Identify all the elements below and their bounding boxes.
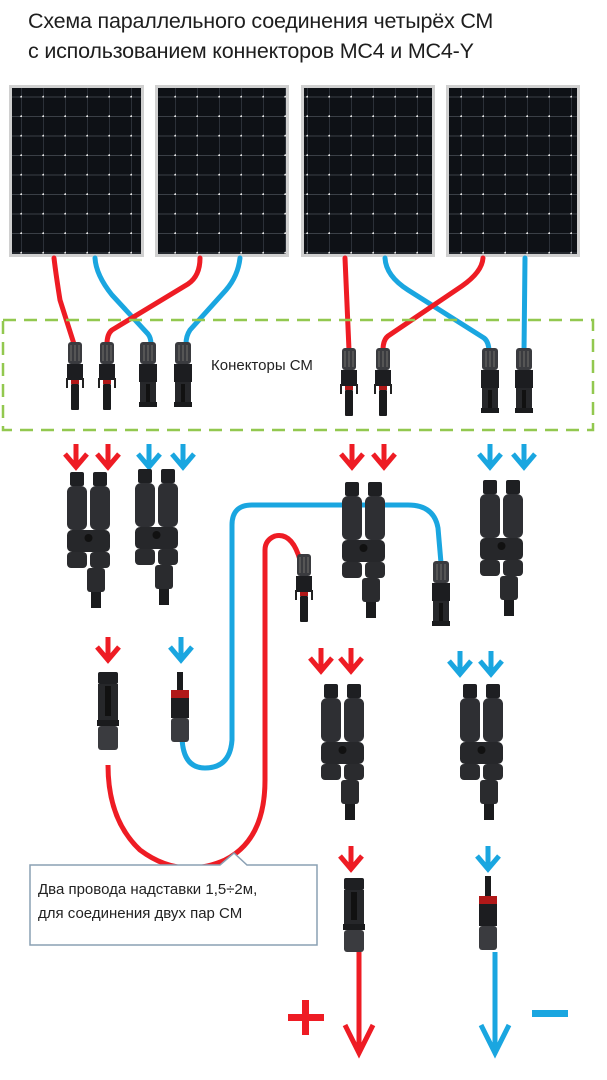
callout-line-2: для соединения двух пар СМ bbox=[38, 905, 243, 922]
wire-p2-negative bbox=[183, 255, 243, 347]
output-connector-positive bbox=[343, 878, 365, 952]
arrow-down-negative bbox=[170, 637, 192, 660]
diagram-title: Схема параллельного соединения четырёх С… bbox=[28, 6, 493, 66]
solar-panel-2 bbox=[155, 85, 289, 257]
extension-connector-negative bbox=[432, 561, 450, 626]
y-connector-positive-left bbox=[67, 472, 110, 608]
arrow-down-positive bbox=[373, 444, 395, 467]
title-line-1: Схема параллельного соединения четырёх С… bbox=[28, 9, 494, 33]
plus-sign bbox=[288, 1000, 324, 1035]
arrow-down-positive bbox=[97, 637, 119, 660]
wire-p3-negative bbox=[382, 255, 492, 355]
wire-p2-positive bbox=[104, 255, 203, 347]
y-connector-positive-bottom bbox=[321, 684, 364, 820]
arrow-down-positive bbox=[340, 846, 362, 869]
output-arrowhead-positive bbox=[342, 1023, 376, 1059]
arrow-down-negative bbox=[479, 444, 501, 467]
panel-lead-wires bbox=[51, 255, 528, 355]
arrow-down-negative bbox=[513, 444, 535, 467]
panel-connector-male-1 bbox=[66, 342, 84, 410]
y-connector-positive-right-top bbox=[342, 482, 385, 618]
solar-panel-4 bbox=[446, 85, 580, 257]
title-line-2: с использованием коннекторов МС4 и МС4-Y bbox=[28, 39, 474, 63]
panel-connector-male-3 bbox=[340, 348, 358, 416]
callout-text: Два провода надставки 1,5÷2м, для соедин… bbox=[38, 878, 257, 926]
callout-line-1: Два провода надставки 1,5÷2м, bbox=[38, 881, 258, 898]
arrow-down-positive bbox=[340, 648, 362, 671]
solar-panel-3 bbox=[301, 85, 435, 257]
extension-connector-male-left bbox=[171, 672, 189, 742]
y-connector-negative-right-top bbox=[480, 480, 523, 616]
arrow-down-positive bbox=[65, 444, 87, 467]
connectors-label: Конекторы СМ bbox=[211, 357, 313, 374]
panel-connector-female-2 bbox=[174, 342, 192, 407]
panel-connector-female-4 bbox=[515, 348, 533, 413]
extension-connector-female-left bbox=[97, 672, 119, 750]
wire-p4-positive bbox=[380, 255, 486, 353]
arrow-down-negative bbox=[449, 651, 471, 674]
arrow-down-positive bbox=[97, 444, 119, 467]
arrow-down-negative bbox=[477, 846, 499, 869]
wire-p1-positive bbox=[51, 255, 77, 347]
extension-connector-positive bbox=[295, 554, 313, 622]
arrow-down-negative bbox=[138, 444, 160, 467]
output-connector-negative bbox=[479, 876, 497, 950]
arrow-down-negative bbox=[480, 651, 502, 674]
solar-panel-1 bbox=[9, 85, 144, 257]
extension-wire-positive bbox=[105, 533, 303, 871]
output-arrowhead-negative bbox=[478, 1023, 512, 1059]
panel-connector-female-1 bbox=[139, 342, 157, 407]
panel-connector-male-4 bbox=[374, 348, 392, 416]
arrow-down-positive bbox=[310, 648, 332, 671]
panel-connector-male-2 bbox=[98, 342, 116, 410]
connectors-dashed-box bbox=[1, 318, 595, 432]
callout-box bbox=[29, 851, 318, 946]
arrow-down-positive bbox=[341, 444, 363, 467]
extension-wire-negative-top bbox=[179, 502, 444, 771]
wire-p4-negative bbox=[521, 255, 528, 355]
arrow-down-negative bbox=[172, 444, 194, 467]
panel-connector-female-3 bbox=[481, 348, 499, 413]
y-connector-negative-left bbox=[135, 469, 178, 605]
wire-p3-positive bbox=[342, 255, 352, 353]
minus-sign bbox=[532, 1010, 568, 1017]
y-connector-negative-bottom bbox=[460, 684, 503, 820]
wire-p1-negative bbox=[92, 255, 154, 347]
